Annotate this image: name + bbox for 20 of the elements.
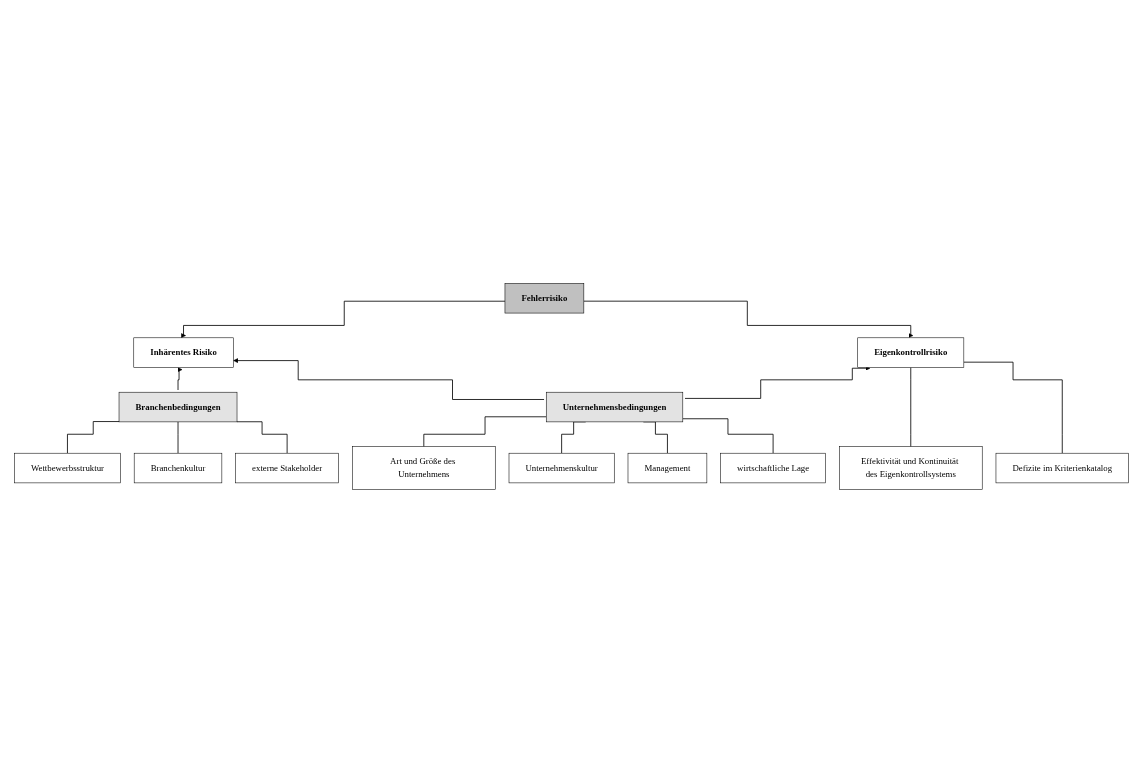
node-box: Inhärentes Risiko — [133, 337, 234, 368]
connector — [682, 418, 774, 454]
node-box: wirtschaftliche Lage — [720, 453, 826, 484]
node-box: Unternehmenskultur — [508, 453, 615, 484]
node-box: Defizite im Kriterienkatalog — [995, 453, 1129, 484]
node-box: Branchenbedingungen — [118, 392, 238, 423]
connector — [963, 361, 1063, 454]
node-box: Management — [627, 453, 708, 484]
connector — [910, 367, 912, 448]
node-box: Unternehmensbedingungen — [545, 392, 684, 423]
node-box: Effektivität und Kontinuität des Eigenkontrollsystems — [839, 446, 983, 490]
node-box: Art und Größe des Unternehmens — [352, 446, 496, 490]
connector — [67, 421, 120, 454]
node-box: Fehlerrisiko — [504, 283, 585, 314]
connector — [423, 416, 547, 448]
node-box: Branchenkultur — [133, 453, 223, 484]
node-box: externe Stakeholder — [235, 453, 339, 484]
node-box: Eigenkontrollrisiko — [857, 337, 965, 368]
connector — [236, 421, 288, 454]
node-box: Wettbewerbsstruktur — [14, 453, 121, 484]
